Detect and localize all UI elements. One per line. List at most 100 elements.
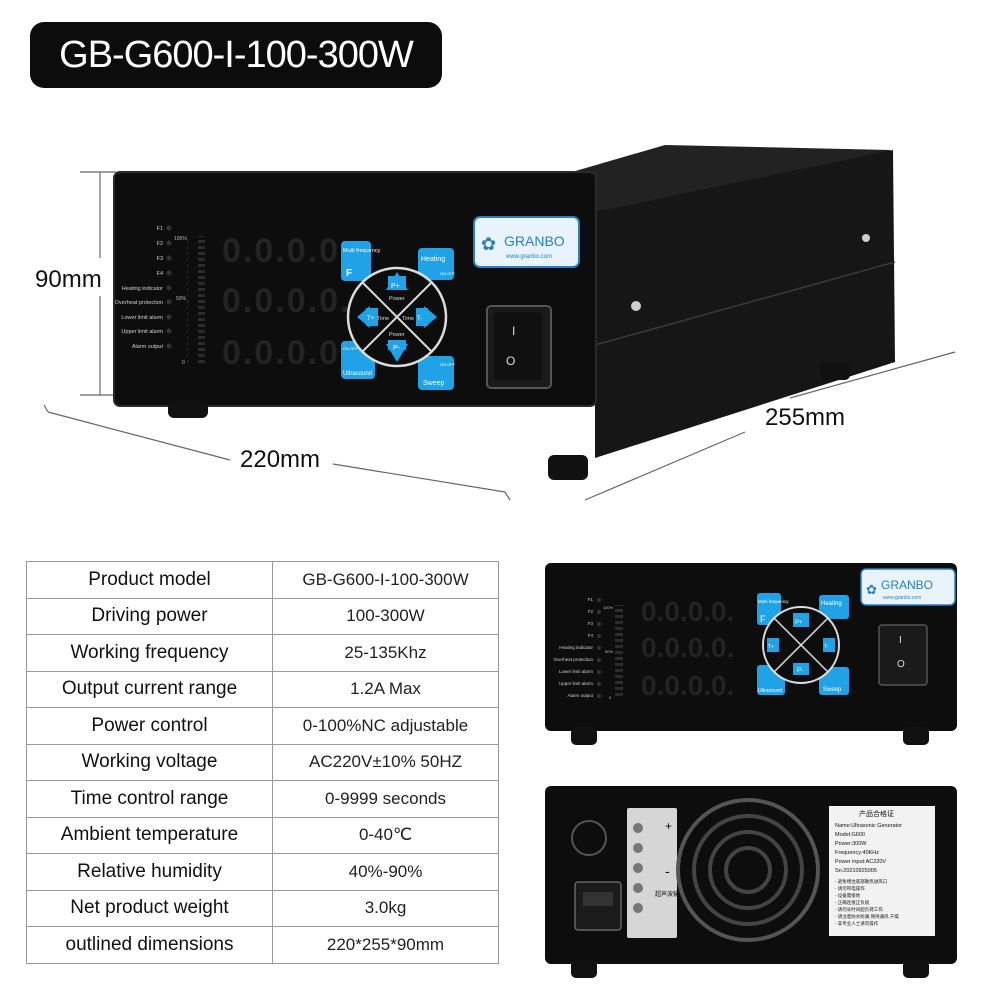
led-label-f2: F2 [157, 241, 163, 247]
svg-text:- 正确连接正负极: - 正确连接正负极 [835, 899, 870, 906]
granbo-flower-icon: ✿ [481, 234, 496, 254]
indicator-led-labels: F1 F2 F3 F4 Heating indicator Overheat p… [115, 226, 164, 350]
svg-text:Power input:AC220V: Power input:AC220V [835, 859, 886, 865]
svg-text:Name:Ultrasonic Generator: Name:Ultrasonic Generator [835, 823, 902, 829]
svg-text:F: F [760, 614, 766, 624]
svg-text:0.0.0.0.: 0.0.0.0. [641, 596, 734, 627]
led-label-upper-alarm: Upper limit alarm [121, 329, 163, 335]
svg-text:Sn:20210925005: Sn:20210925005 [835, 868, 877, 874]
indicator-leds [166, 225, 172, 349]
granbo-logo: ✿ GRANBO www.granbo.com [473, 216, 580, 268]
svg-text:F1: F1 [588, 597, 594, 602]
dimension-lines [43, 171, 956, 501]
svg-text:Upper limit alarm: Upper limit alarm [559, 681, 593, 686]
svg-text:P+: P+ [795, 620, 803, 626]
led-label-f4: F4 [157, 271, 163, 277]
multi-frequency-button[interactable]: Multi frequency F [341, 241, 381, 281]
svg-text:Ultrasound: Ultrasound [343, 371, 372, 377]
svg-text:O: O [897, 659, 905, 670]
svg-text:Power: Power [389, 296, 405, 302]
display-row-2: 0.0.0.0. [222, 282, 351, 320]
p-plus-button[interactable]: P+ [386, 272, 408, 290]
svg-text:✿: ✿ [866, 582, 877, 597]
svg-text:Ultrasound: Ultrasound [758, 688, 782, 694]
svg-text:F2: F2 [588, 609, 594, 614]
svg-text:0: 0 [182, 360, 185, 366]
svg-text:I: I [512, 324, 515, 338]
device-foot [168, 400, 208, 418]
led-label-alarm-output: Alarm output [132, 344, 164, 350]
svg-text:0.0.0.0.: 0.0.0.0. [641, 670, 734, 701]
device-foot [548, 455, 588, 480]
svg-text:超声波输出: 超声波输出 [655, 890, 685, 898]
dimension-width-label: 220mm [240, 446, 321, 473]
led-label-overheat: Overheat protection [115, 300, 163, 306]
svg-text:-: - [665, 863, 670, 879]
screw-icon [631, 301, 641, 311]
svg-text:I: I [899, 635, 902, 646]
svg-text:50%: 50% [605, 649, 613, 654]
screw-icon [862, 234, 870, 242]
device-front-view: F1 F2 F3 F4 Heating indicator Overheat p… [545, 563, 957, 745]
svg-text:- 请勿带电操作: - 请勿带电操作 [835, 885, 865, 892]
svg-text:100%: 100% [603, 605, 614, 610]
sweep-button[interactable]: ON OFF Sweep [418, 356, 456, 390]
svg-text:Sweep: Sweep [423, 380, 445, 387]
svg-text:T+: T+ [367, 316, 375, 322]
dimension-height-label: 90mm [35, 266, 102, 293]
device-foot [820, 362, 850, 380]
svg-text:- 避免堵住底部散热进风口: - 避免堵住底部散热进风口 [835, 878, 887, 885]
led-label-f1: F1 [157, 226, 163, 232]
svg-text:- 非专业人士请勿操作: - 非专业人士请勿操作 [835, 920, 879, 927]
svg-text:GRANBO: GRANBO [504, 233, 565, 249]
svg-text:ON OFF: ON OFF [343, 346, 359, 351]
svg-text:Alarm output: Alarm output [567, 693, 593, 698]
svg-text:F3: F3 [588, 621, 594, 626]
dimension-depth-label: 255mm [765, 404, 846, 431]
svg-text:T-: T- [824, 644, 829, 650]
heating-button[interactable]: Heating ON OFF [418, 248, 456, 280]
svg-text:- 请勿长时间超负荷工作: - 请勿长时间超负荷工作 [835, 906, 883, 913]
svg-text:Lower limit alarm: Lower limit alarm [559, 669, 593, 674]
svg-text:P-: P- [393, 345, 401, 352]
fan-grille [676, 798, 820, 942]
svg-text:Heating: Heating [421, 256, 445, 263]
keypad: Multi frequency F Heating ON OFF ON OFF … [341, 241, 456, 390]
svg-text:+: + [665, 819, 672, 833]
svg-text:Overheat protection: Overheat protection [553, 657, 593, 662]
p-minus-button[interactable]: P- [386, 340, 408, 362]
svg-text:- 请注意防水防潮,保持通风,干燥: - 请注意防水防潮,保持通风,干燥 [835, 913, 899, 920]
svg-text:O: O [506, 354, 515, 368]
svg-text:Heating: Heating [821, 601, 842, 607]
svg-text:Power:300W: Power:300W [835, 841, 867, 847]
t-plus-button[interactable]: T+ [357, 306, 378, 328]
svg-text:T+: T+ [768, 644, 774, 650]
led-label-lower-alarm: Lower limit alarm [121, 315, 163, 321]
led-label-heating: Heating indicator [122, 286, 163, 292]
svg-text:产品合格证: 产品合格证 [859, 809, 894, 818]
model-title-badge: GB-G600-I-100-300W [30, 22, 442, 88]
seven-segment-displays: 0.0.0.0. 0.0.0.0. 0.0.0.0. [222, 232, 351, 372]
t-minus-button[interactable]: T- [416, 306, 437, 328]
power-switch[interactable]: I O [486, 305, 552, 389]
svg-text:Multi frequency: Multi frequency [758, 599, 789, 604]
svg-text:www.granbo.com: www.granbo.com [883, 595, 921, 601]
svg-text:0.0.0.0.: 0.0.0.0. [641, 632, 734, 663]
power-bar-meter: 100% 50% 0 [174, 236, 205, 366]
svg-text:F4: F4 [588, 633, 594, 638]
svg-text:Power: Power [389, 332, 405, 338]
svg-text:Frequency:40KHz: Frequency:40KHz [835, 850, 879, 856]
svg-text:www.granbo.com: www.granbo.com [505, 254, 552, 260]
svg-text:100%: 100% [174, 236, 187, 242]
svg-text:P+: P+ [391, 283, 400, 290]
svg-text:Heating indicator: Heating indicator [559, 645, 593, 650]
